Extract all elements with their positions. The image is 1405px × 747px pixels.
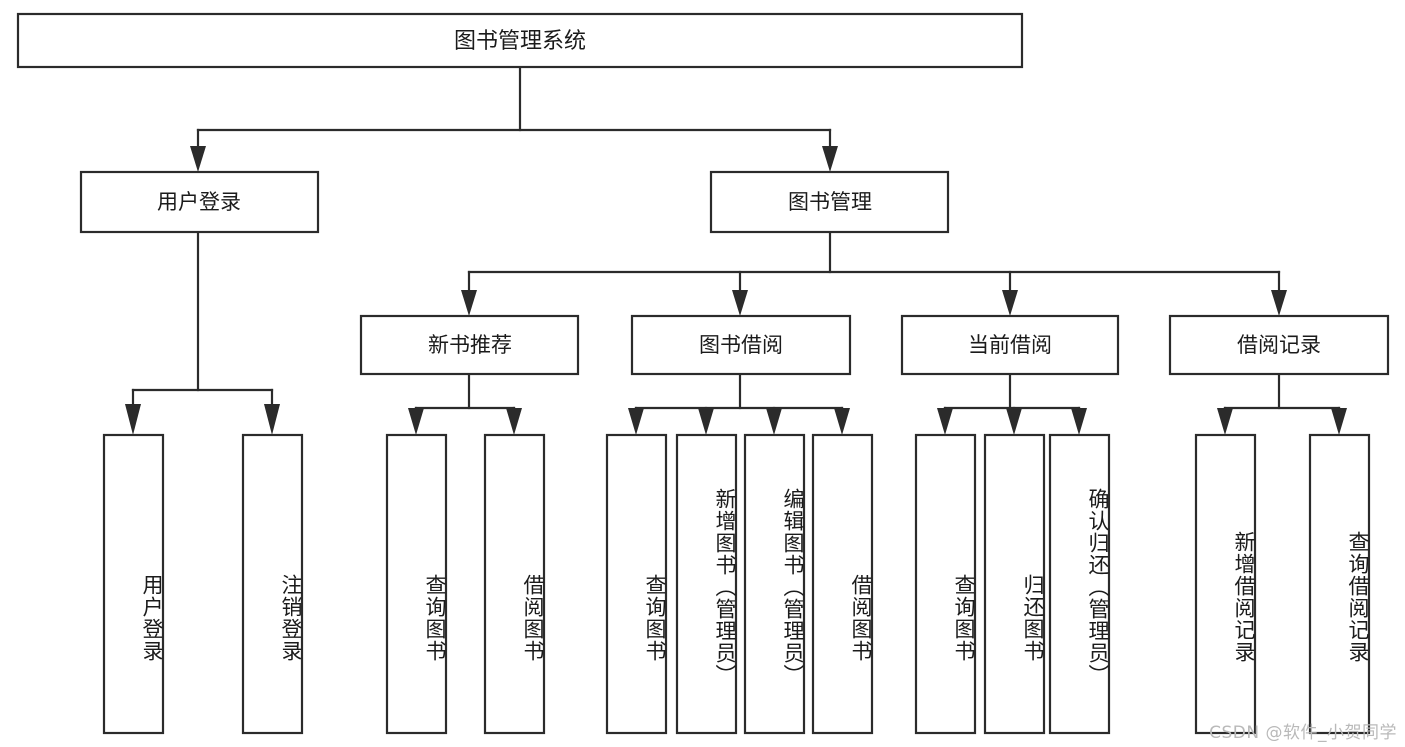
arrow-head-leaf-query-record: [1331, 408, 1347, 435]
node-book-management-box[interactable]: [709, 170, 950, 234]
arrow-head-leaf-return-book: [1006, 408, 1022, 435]
connector-group-user-login: [125, 230, 280, 435]
node-leaf-query-record-box[interactable]: [1308, 433, 1371, 735]
node-leaf-add-record-box[interactable]: [1194, 433, 1257, 735]
arrow-head-leaf-add-record: [1217, 408, 1233, 435]
node-current-borrow-label: 当前借阅: [968, 333, 1052, 357]
arrow-head-leaf-query-book-3: [937, 408, 953, 435]
arrow-head-user-login: [190, 146, 206, 172]
node-leaf-user-login-box[interactable]: [102, 433, 165, 735]
arrow-head-leaf-user-login: [125, 404, 141, 435]
node-leaf-borrow-book-1-box[interactable]: [483, 433, 546, 735]
arrow-head-leaf-confirm-return: [1071, 408, 1087, 435]
connector-group-current-borrow: [937, 372, 1087, 435]
arrow-head-leaf-borrow-book-2: [834, 408, 850, 435]
node-book-borrow-label: 图书借阅: [699, 333, 783, 357]
node-leaf-borrow-book-2-box[interactable]: [811, 433, 874, 735]
node-current-borrow-box[interactable]: [900, 314, 1120, 376]
arrow-head-leaf-query-book-2: [628, 408, 644, 435]
node-root-box[interactable]: [16, 12, 1024, 69]
node-borrow-record-label: 借阅记录: [1237, 333, 1321, 357]
arrow-head-book-management: [822, 146, 838, 172]
arrow-head-book-borrow: [732, 290, 748, 316]
arrow-head-new-book-recommend: [461, 290, 477, 316]
node-leaf-return-book-box[interactable]: [983, 433, 1046, 735]
arrow-head-leaf-logout-login: [264, 404, 280, 435]
node-user-login-label: 用户登录: [157, 190, 241, 214]
csdn-watermark: CSDN @软件_小贺同学: [1209, 723, 1397, 743]
arrow-head-leaf-edit-book: [766, 408, 782, 435]
connector-group-book-borrow: [628, 372, 850, 435]
arrow-head-leaf-add-book: [698, 408, 714, 435]
arrow-head-current-borrow: [1002, 290, 1018, 316]
node-borrow-record-box[interactable]: [1168, 314, 1390, 376]
node-book-borrow-box[interactable]: [630, 314, 852, 376]
node-user-login-box[interactable]: [79, 170, 320, 234]
arrow-head-leaf-borrow-book-1: [506, 408, 522, 435]
node-book-management-label: 图书管理: [788, 190, 872, 214]
connector-group-root: [190, 65, 838, 172]
node-leaf-query-book-3-box[interactable]: [914, 433, 977, 735]
connector-group-new-book-recommend: [408, 372, 522, 435]
node-leaf-query-book-1-box[interactable]: [385, 433, 448, 735]
node-new-book-recommend-box[interactable]: [359, 314, 580, 376]
arrow-head-borrow-record: [1271, 290, 1287, 316]
node-leaf-add-book-box[interactable]: [675, 433, 738, 735]
connector-group-borrow-record: [1217, 372, 1347, 435]
node-root-label: 图书管理系统: [454, 29, 586, 54]
connector-group-book-management: [461, 230, 1287, 316]
node-leaf-logout-login-box[interactable]: [241, 433, 304, 735]
node-leaf-query-book-2-box[interactable]: [605, 433, 668, 735]
arrow-head-leaf-query-book-1: [408, 408, 424, 435]
node-new-book-recommend-label: 新书推荐: [428, 333, 512, 357]
node-leaf-edit-book-box[interactable]: [743, 433, 806, 735]
node-leaf-confirm-return-box[interactable]: [1048, 433, 1111, 735]
